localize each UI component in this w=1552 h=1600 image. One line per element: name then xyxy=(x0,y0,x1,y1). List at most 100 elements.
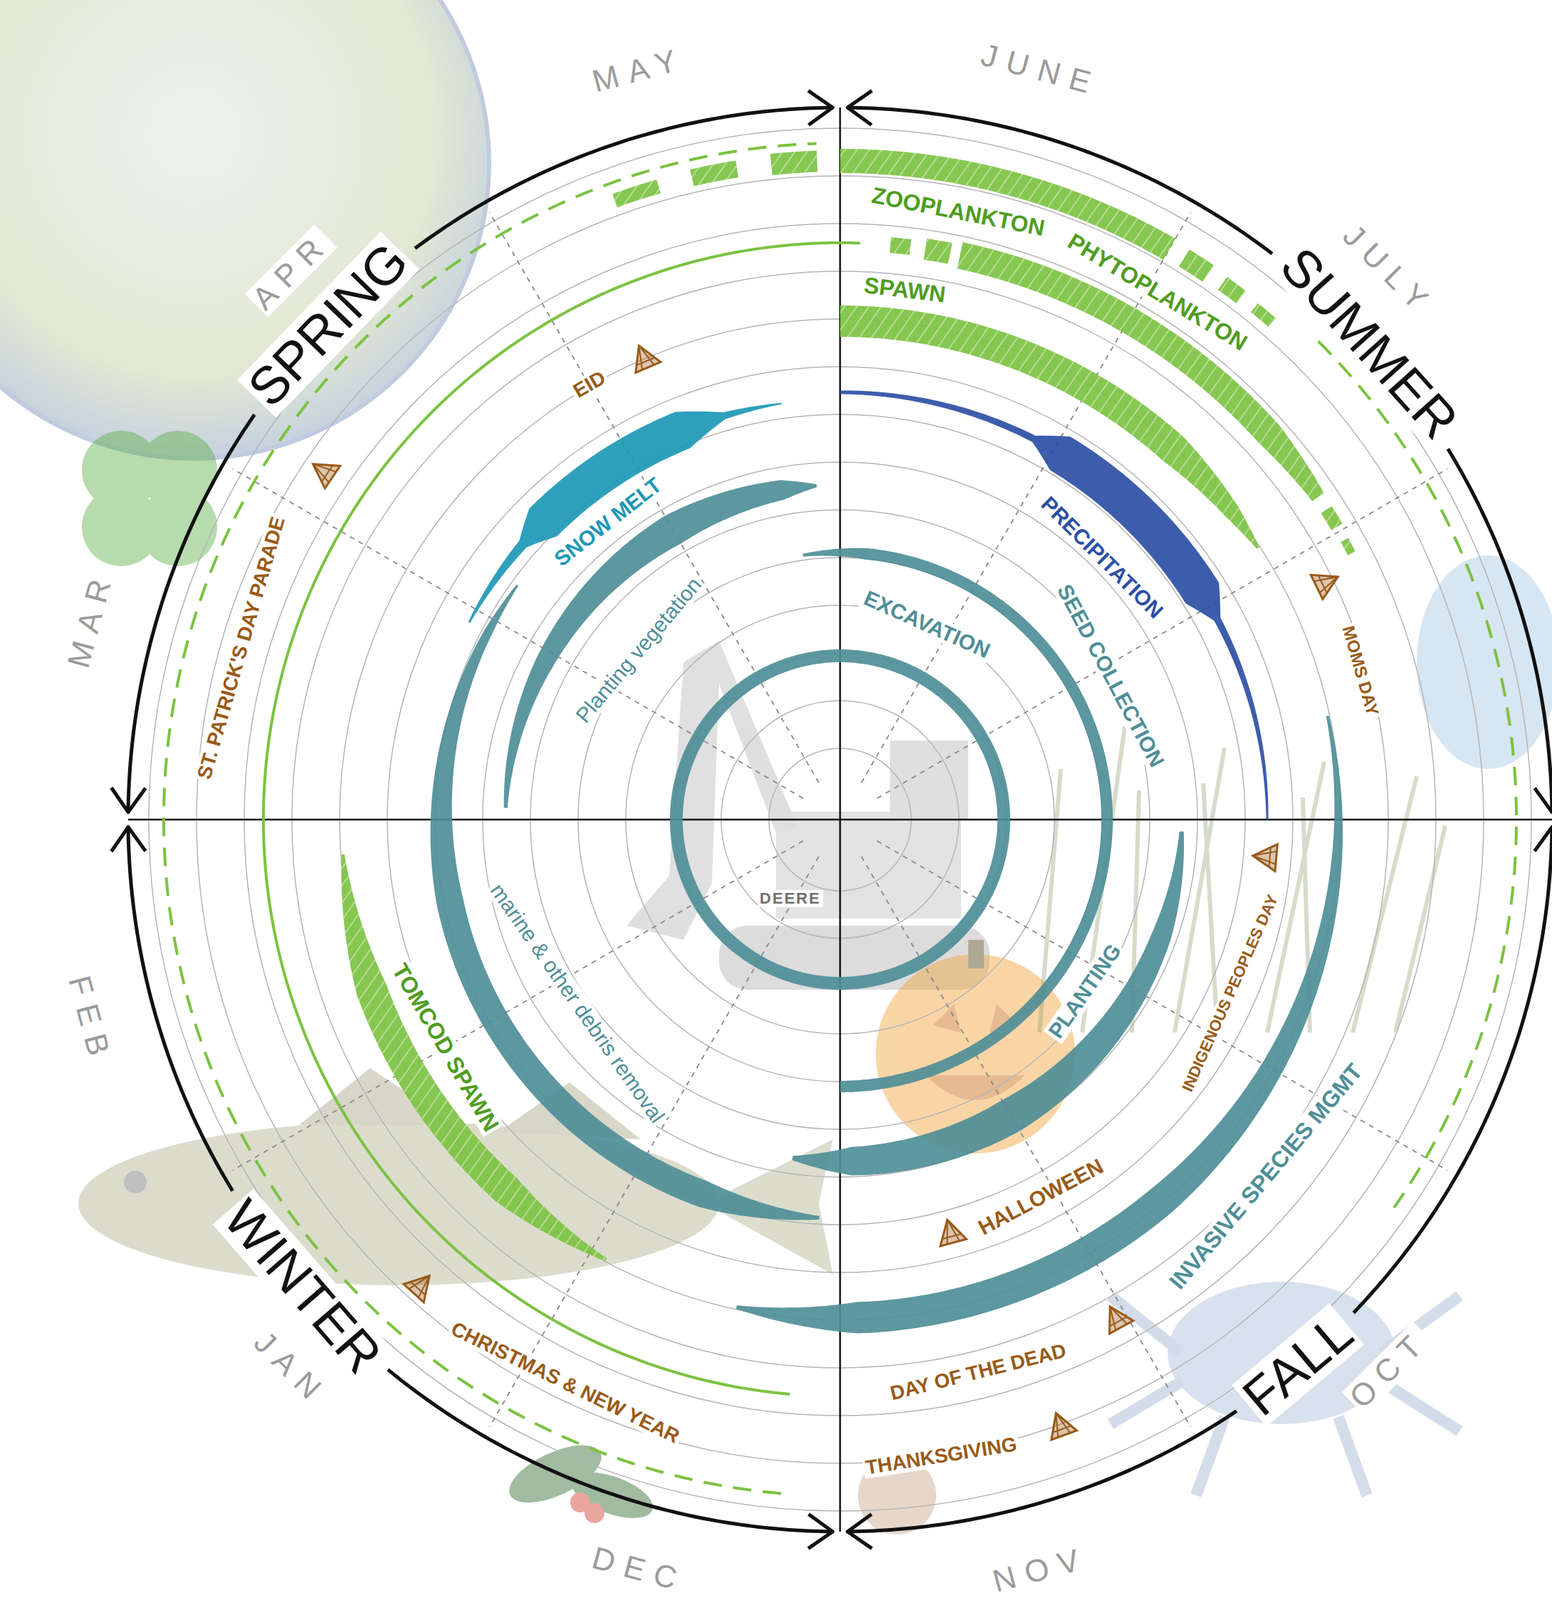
band-fill xyxy=(736,715,1343,1334)
band-fill xyxy=(956,242,1324,502)
plankton-line xyxy=(263,242,861,1394)
label-holder: DEC xyxy=(586,1539,692,1598)
month-label: MAR xyxy=(61,564,120,674)
label-holder: CHRISTMAS & NEW YEAR xyxy=(445,1317,685,1449)
band-hatching xyxy=(341,854,607,1261)
band-label: PLANTING xyxy=(1042,937,1127,1044)
label-holder: MAY xyxy=(586,41,692,99)
fish-fin xyxy=(299,1067,641,1140)
band-fill xyxy=(792,831,1184,1176)
plankton-dashed-line xyxy=(1318,341,1517,1208)
band-hatching xyxy=(840,305,1260,549)
month-label: MAY xyxy=(586,41,692,99)
band-fill xyxy=(803,548,1113,1093)
holiday-icon xyxy=(1043,1408,1078,1440)
label-holder: HALLOWEEN xyxy=(972,1153,1109,1241)
season-arc xyxy=(847,1411,1236,1532)
band-hatching xyxy=(1340,537,1356,555)
label-holder: JUNE xyxy=(976,37,1107,102)
band-label-holder: PLANTING xyxy=(1042,937,1127,1044)
month-spoke xyxy=(232,840,804,1171)
band-fill xyxy=(1178,249,1214,282)
season-arrowhead xyxy=(808,1514,833,1549)
band-label: SNOW MELT xyxy=(548,472,668,572)
month-label: JUNE xyxy=(976,37,1107,102)
holiday-icon xyxy=(1098,1299,1134,1334)
fish-eye xyxy=(123,1170,147,1194)
band-fill xyxy=(669,649,1011,990)
holiday-label: CHRISTMAS & NEW YEAR xyxy=(445,1317,685,1449)
season-axis xyxy=(128,818,841,821)
holiday-tent xyxy=(403,1266,440,1303)
band-hatching xyxy=(612,179,661,208)
band-fill xyxy=(468,402,782,623)
holiday-tent xyxy=(1310,564,1344,600)
month-label: FEB xyxy=(62,970,119,1071)
month-spoke xyxy=(877,469,1448,799)
crab-picture xyxy=(1110,1281,1460,1496)
month-spoke xyxy=(877,840,1448,1171)
holiday-label: ST. PATRICK'S DAY PARADE xyxy=(192,511,290,784)
season-arrowhead xyxy=(1534,826,1552,851)
month-spoke xyxy=(489,212,820,783)
band-label: ZOOPLANKTON xyxy=(867,182,1049,241)
band-hatching xyxy=(1321,506,1343,531)
season-axis xyxy=(839,107,842,820)
holiday-icon xyxy=(1310,564,1344,600)
holly-berry xyxy=(584,1502,605,1523)
season-arc xyxy=(1448,448,1552,812)
band-label: TOMCOD SPAWN xyxy=(386,957,505,1137)
diatom-sphere xyxy=(0,0,490,459)
holiday-tent xyxy=(1043,1408,1078,1440)
season-arc xyxy=(128,826,233,1191)
month-spoke xyxy=(489,856,820,1427)
holiday-tent-hatch xyxy=(1252,846,1278,868)
band-fill xyxy=(1250,303,1276,327)
holiday-label: EID xyxy=(567,365,611,403)
band-label-holder: SPAWN xyxy=(860,271,949,307)
plankton-dashed-line xyxy=(163,143,817,1494)
holiday-icon xyxy=(403,1266,440,1303)
holiday-icon xyxy=(1251,842,1278,872)
holiday-tent xyxy=(1098,1299,1134,1334)
holiday-label: THANKSGIVING xyxy=(861,1433,1021,1479)
holiday-tent-hatch xyxy=(1312,568,1342,596)
band-fill xyxy=(840,305,1260,549)
band-hatching xyxy=(770,150,818,176)
band-label-holder: PHYTOPLANKTON xyxy=(1061,227,1253,356)
band-label-holder: EXCAVATION xyxy=(858,585,996,663)
excavator-picture xyxy=(626,640,990,990)
month-spoke xyxy=(861,212,1192,783)
season-arrowhead xyxy=(808,90,833,125)
band-label-holder: marine & other debris removal xyxy=(484,877,670,1129)
band-label-holder: PRECIPITATION xyxy=(1035,491,1169,626)
season-arrowhead xyxy=(1534,787,1552,812)
crab-legs xyxy=(1110,1295,1460,1496)
holiday-tent-hatch xyxy=(307,456,338,485)
month-spoke xyxy=(861,856,1192,1427)
band-label: SEED COLLECTION xyxy=(1051,578,1169,773)
holiday-tent xyxy=(1251,842,1278,872)
band-fill xyxy=(612,179,661,208)
holiday-tent-hatch xyxy=(406,1269,436,1300)
holiday-tent xyxy=(305,452,341,489)
holiday-icon xyxy=(626,340,661,373)
band-fill xyxy=(840,390,1269,820)
label-holder: EID xyxy=(567,365,611,403)
holiday-label: HALLOWEEN xyxy=(972,1153,1109,1241)
band-hatching xyxy=(956,242,1324,502)
label-holder: ST. PATRICK'S DAY PARADE xyxy=(192,511,290,784)
copepod-body xyxy=(1416,555,1552,769)
label-holder: MAR xyxy=(61,564,120,674)
band-hatching xyxy=(840,148,1176,260)
fish-tail xyxy=(704,1139,833,1275)
holiday-tent xyxy=(626,340,661,373)
holiday-label: MOMS DAY xyxy=(1337,621,1382,720)
holiday-icon xyxy=(305,452,341,489)
season-arrowhead xyxy=(111,787,146,812)
label-holder: THANKSGIVING xyxy=(861,1433,1021,1479)
band-label-holder: SEED COLLECTION xyxy=(1051,578,1169,773)
pumpkin-stem xyxy=(968,939,984,969)
holiday-tent-hatch xyxy=(938,1217,963,1246)
label-holder: MOMS DAY xyxy=(1337,621,1382,720)
